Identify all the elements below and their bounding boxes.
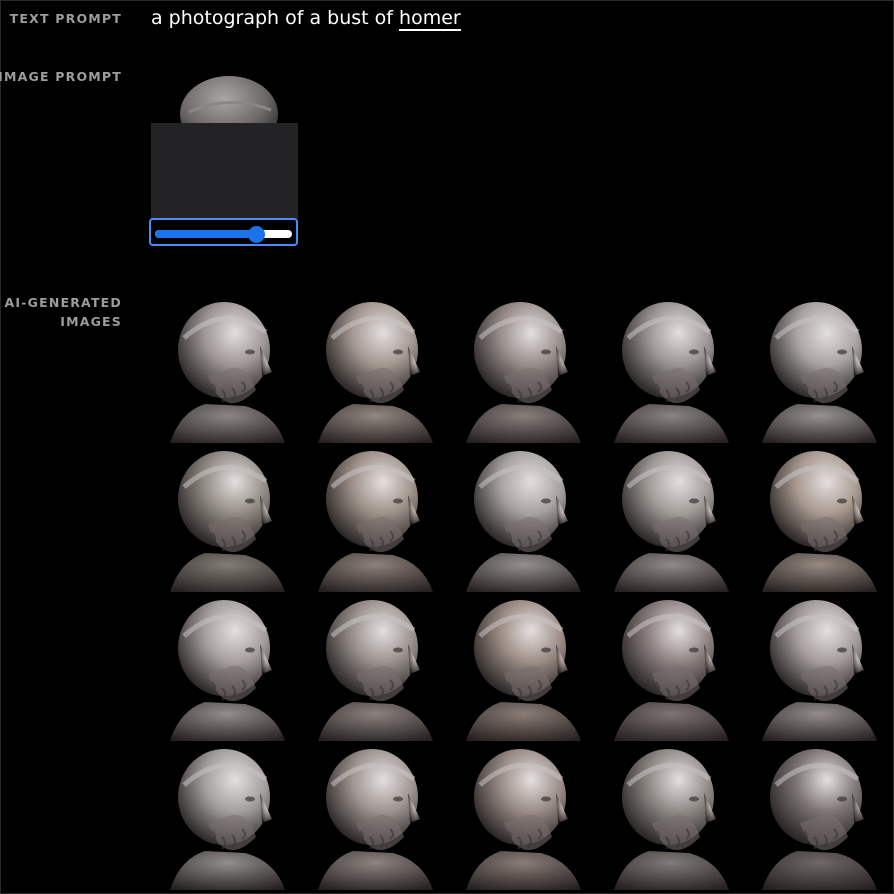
generated-image-tile[interactable] xyxy=(446,592,594,741)
bust-image xyxy=(170,451,285,592)
bust-image xyxy=(614,451,729,592)
generated-image-tile[interactable] xyxy=(446,741,594,890)
generated-image-tile[interactable] xyxy=(298,741,446,890)
slider-track xyxy=(155,226,292,243)
generated-image-tile[interactable] xyxy=(594,741,742,890)
bust-image xyxy=(318,451,433,592)
generated-image-tile[interactable] xyxy=(150,443,298,592)
image-prompt-panel xyxy=(149,74,299,248)
generated-image-tile[interactable] xyxy=(594,294,742,443)
bust-image xyxy=(318,302,433,443)
generated-image-tile[interactable] xyxy=(742,443,890,592)
generated-image-tile[interactable] xyxy=(742,592,890,741)
generated-image-tile[interactable] xyxy=(298,294,446,443)
slider-thumb[interactable] xyxy=(248,226,266,243)
bust-image xyxy=(466,451,581,592)
bust-image xyxy=(466,600,581,741)
ai-generated-label-line2: IMAGES xyxy=(60,314,122,329)
generated-image-tile[interactable] xyxy=(298,592,446,741)
image-prompt-label: IMAGE PROMPT xyxy=(0,69,122,84)
bust-image xyxy=(614,302,729,443)
bust-image xyxy=(762,302,877,443)
generated-image-tile[interactable] xyxy=(742,294,890,443)
ai-generated-image-grid xyxy=(150,294,890,890)
generated-image-tile[interactable] xyxy=(150,741,298,890)
image-prompt-crop-slider[interactable] xyxy=(149,218,298,246)
ai-generated-images-label: AI-GENERATED IMAGES xyxy=(5,293,122,331)
bust-image xyxy=(170,600,285,741)
generated-image-tile[interactable] xyxy=(594,443,742,592)
generated-image-tile[interactable] xyxy=(150,592,298,741)
generated-image-tile[interactable] xyxy=(446,443,594,592)
generated-image-tile[interactable] xyxy=(298,443,446,592)
bust-image xyxy=(614,749,729,890)
text-prompt: a photograph of a bust of homer xyxy=(151,5,461,31)
bust-image xyxy=(170,749,285,890)
bust-image xyxy=(762,749,877,890)
bust-image xyxy=(318,600,433,741)
generated-image-tile[interactable] xyxy=(742,741,890,890)
ai-generated-label-line1: AI-GENERATED xyxy=(4,295,122,310)
text-prompt-prefix: a photograph of a bust of xyxy=(151,7,400,29)
text-prompt-keyword-link[interactable]: homer xyxy=(399,7,461,31)
text-prompt-label: TEXT PROMPT xyxy=(9,11,122,26)
bust-image xyxy=(170,302,285,443)
bust-image xyxy=(762,600,877,741)
generated-image-tile[interactable] xyxy=(150,294,298,443)
bust-image xyxy=(318,749,433,890)
image-prompt-mask xyxy=(151,123,298,219)
slider-fill xyxy=(155,230,257,238)
bust-image xyxy=(466,749,581,890)
bust-image xyxy=(762,451,877,592)
image-prompt-preview xyxy=(151,74,299,124)
generated-image-tile[interactable] xyxy=(594,592,742,741)
bust-image xyxy=(614,600,729,741)
bust-image xyxy=(466,302,581,443)
generated-image-tile[interactable] xyxy=(446,294,594,443)
